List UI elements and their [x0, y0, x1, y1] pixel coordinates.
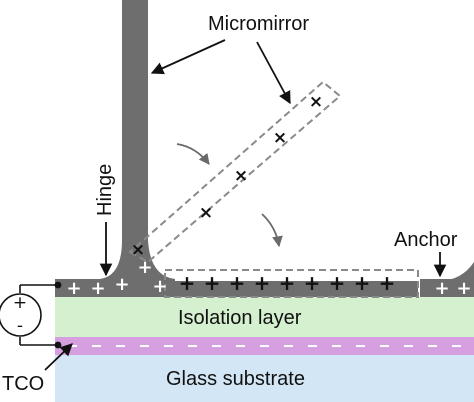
glass-substrate-layer — [55, 355, 474, 402]
charge-plus: + — [379, 271, 396, 295]
rotation-arrow-lower — [261, 213, 283, 248]
voltage-source — [0, 293, 42, 337]
label-isolation-layer: Isolation layer — [178, 307, 302, 329]
label-glass-substrate: Glass substrate — [166, 368, 305, 390]
charge-cross: × — [309, 92, 323, 112]
charge-plus: + — [279, 271, 296, 295]
contact-dot-top — [54, 281, 62, 289]
label-tco: TCO — [2, 373, 44, 395]
micromirror-vertical — [122, 0, 148, 240]
bottom-electrode — [175, 281, 418, 297]
rotation-arrow-upper — [176, 143, 210, 165]
tilted-micromirror-outline — [128, 80, 342, 264]
charge-plus: + — [354, 271, 371, 295]
charge-cross: × — [273, 128, 287, 148]
voltage-plus: + — [13, 293, 27, 313]
charge-plus: + — [254, 271, 271, 295]
anchor-base — [420, 279, 474, 297]
label-anchor: Anchor — [394, 229, 458, 251]
charge-cross: × — [234, 166, 248, 186]
flat-micromirror-outline — [164, 269, 419, 298]
tco-arrow — [44, 343, 73, 371]
contact-dot-bottom — [54, 341, 62, 349]
hinge-base — [55, 240, 175, 297]
charge-plus: + — [329, 271, 346, 295]
label-micromirror: Micromirror — [208, 13, 309, 35]
charge-plus: + — [434, 278, 449, 299]
charge-plus: + — [137, 257, 152, 278]
micromirror-arrow-right — [256, 41, 291, 105]
charge-plus: + — [66, 278, 81, 299]
charge-plus: + — [114, 274, 129, 295]
charge-plus: + — [90, 278, 105, 299]
anchor-fillet — [440, 262, 474, 281]
charge-plus: + — [179, 271, 196, 295]
charge-plus: + — [229, 271, 246, 295]
charge-plus: + — [456, 278, 471, 299]
charge-plus: + — [304, 271, 321, 295]
charge-plus: + — [204, 271, 221, 295]
isolation-layer — [55, 297, 474, 337]
micromirror-arrow-left — [150, 39, 226, 75]
voltage-minus: - — [17, 316, 23, 336]
charge-plus: + — [152, 276, 167, 297]
charge-cross: × — [199, 203, 213, 223]
label-hinge: Hinge — [94, 164, 116, 216]
charge-cross: × — [131, 240, 145, 260]
